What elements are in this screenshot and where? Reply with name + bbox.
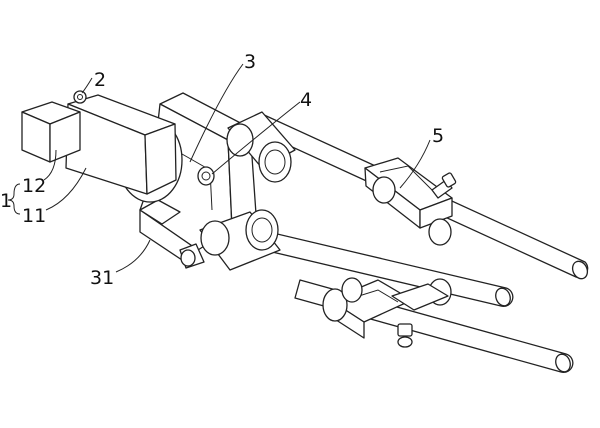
label-2: 2 [94, 69, 106, 91]
motor-housing-11 [65, 94, 183, 203]
label-1: 1 [0, 190, 12, 212]
label-4: 4 [300, 89, 312, 111]
label-31: 31 [90, 267, 114, 289]
clamp-lower-right [322, 277, 452, 348]
clamp-upper-right [364, 157, 457, 246]
ring-2 [73, 90, 87, 104]
label-5: 5 [432, 125, 444, 147]
leader-lines [7, 63, 431, 273]
label-12: 12 [22, 175, 46, 197]
label-3: 3 [244, 51, 256, 73]
bushing-lower [179, 209, 281, 271]
bushing-upper [226, 111, 296, 183]
label-11: 11 [22, 205, 46, 227]
cap-block-12 [21, 101, 81, 163]
